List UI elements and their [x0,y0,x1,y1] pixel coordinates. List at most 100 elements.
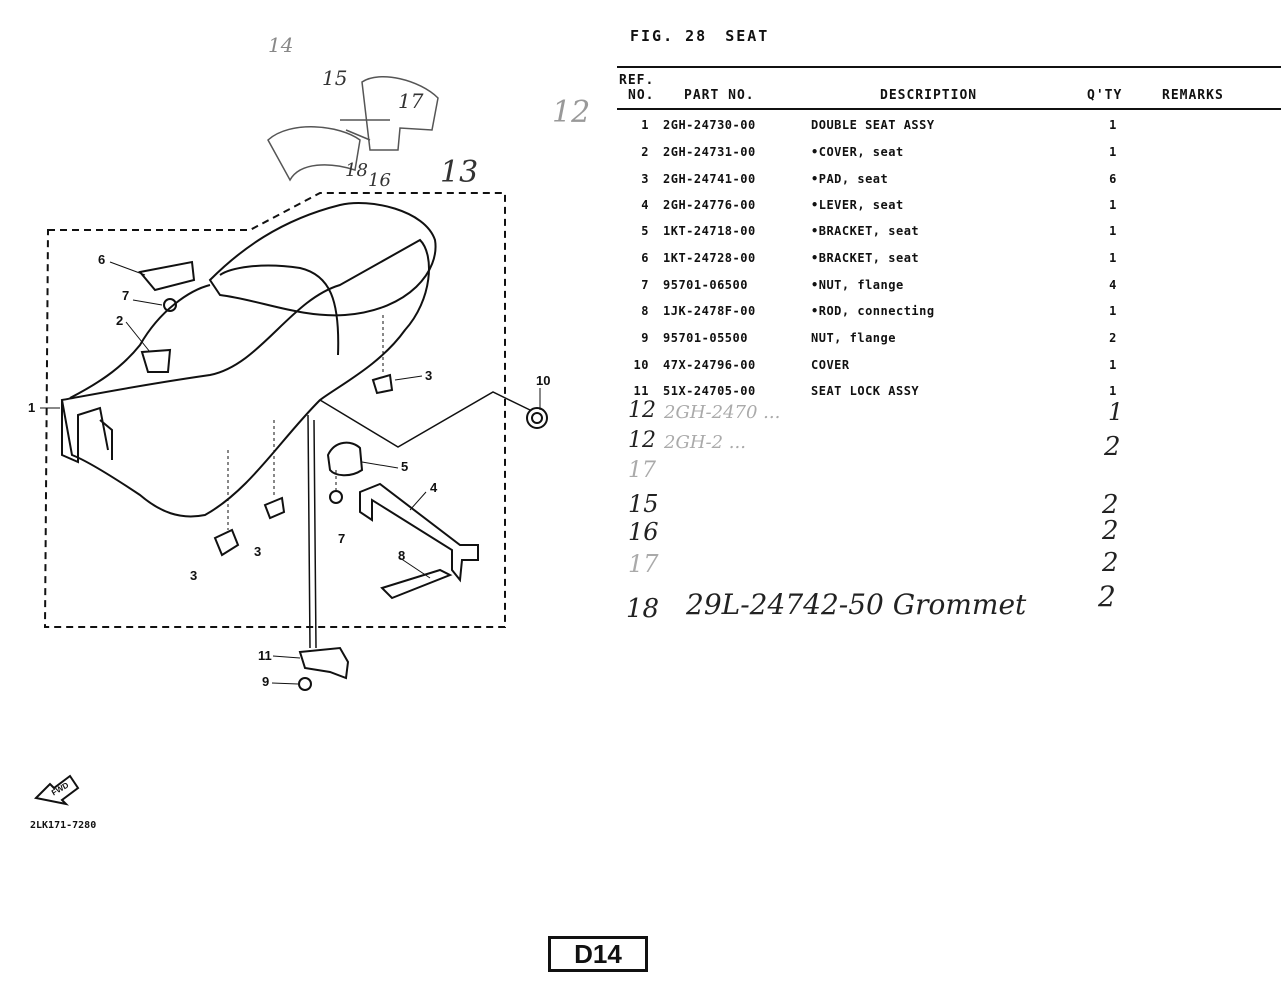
ref-no: 4 [641,198,649,212]
quantity: 2 [1109,331,1117,345]
header-part-no: PART NO. [684,88,755,103]
part-no: 2GH-24776-00 [663,198,756,212]
part-no: 47X-24796-00 [663,358,756,372]
header-qty: Q'TY [1087,88,1123,103]
hand-ref-12b: 12 [628,428,656,453]
hand-qty-12b: 2 [1104,432,1121,462]
description: COVER [811,358,850,372]
hand-label-18: 18 [345,160,368,181]
description: DOUBLE SEAT ASSY [811,118,935,132]
quantity: 1 [1109,358,1117,372]
label-5: 5 [401,459,408,474]
description: •PAD, seat [811,172,889,186]
part-no: 1KT-24728-00 [663,251,756,265]
header-rule-bottom [617,108,1281,110]
hand-text-18: 29L-24742-50 Grommet [686,588,1027,621]
figure-title: FIG. 28 SEAT [630,27,769,45]
cover-2 [140,348,172,373]
label-7a: 7 [122,288,129,303]
table-row: 2 2GH-24731-00 •COVER, seat 1 [617,145,1281,171]
seat-top [208,202,437,317]
description: •BRACKET, seat [811,224,920,238]
page-number-text: D14 [574,938,622,969]
figure-label: FIG. 28 [630,27,708,45]
description: •ROD, connecting [811,304,935,318]
label-3a: 3 [425,368,432,383]
table-row: 10 47X-24796-00 COVER 1 [617,358,1281,384]
hand-label-15: 15 [322,66,347,90]
table-row: 1 2GH-24730-00 DOUBLE SEAT ASSY 1 [617,118,1281,144]
nut-9 [298,677,312,691]
description: NUT, flange [811,331,896,345]
seat-base [60,238,430,518]
seat-front-edge [219,264,340,356]
description: SEAT LOCK ASSY [811,384,920,398]
ref-no: 5 [641,224,649,238]
bracket-sketch [361,76,439,151]
pad-3c [371,373,394,395]
nut-10 [526,407,548,429]
ref-no: 6 [641,251,649,265]
page-number: D14 [548,936,648,972]
header-rule-top [617,66,1281,68]
table-row: 9 95701-05500 NUT, flange 2 [617,331,1281,357]
quantity: 6 [1109,172,1117,186]
description: •LEVER, seat [811,198,904,212]
ref-no: 7 [641,278,649,292]
table-row: 11 51X-24705-00 SEAT LOCK ASSY 1 [617,384,1281,410]
rod-8 [380,568,453,600]
hand-qty-17b: 2 [1102,548,1119,578]
table-row: 3 2GH-24741-00 •PAD, seat 6 [617,172,1281,198]
quantity: 1 [1109,251,1117,265]
hand-qty-18: 2 [1098,580,1116,613]
table-row: 8 1JK-2478F-00 •ROD, connecting 1 [617,304,1281,330]
hand-ref-15: 15 [628,490,659,518]
pad-3a [213,528,240,557]
quantity: 1 [1109,198,1117,212]
hand-ref-12a: 12 [628,398,656,423]
hand-label-16: 16 [368,170,391,191]
label-11: 11 [258,648,272,663]
header-ref-line2: NO. [628,88,655,103]
diagram-code: 2LK171-7280 [30,820,97,831]
hand-qty-12a: 1 [1108,398,1124,426]
part-no: 1JK-2478F-00 [663,304,756,318]
description: •COVER, seat [811,145,904,159]
table-row: 5 1KT-24718-00 •BRACKET, seat 1 [617,224,1281,250]
seat-rear-hump [69,284,211,399]
figure-name: SEAT [725,27,770,45]
nut-7a [163,298,177,312]
description: •BRACKET, seat [811,251,920,265]
pad-3b [263,496,286,520]
label-3b: 3 [254,544,261,559]
hand-qty-16: 2 [1102,516,1119,546]
label-8: 8 [398,548,405,563]
label-6: 6 [98,252,105,267]
forward-arrow-icon: FWD [34,774,80,806]
hand-ref-16: 16 [628,518,659,546]
label-1: 1 [28,400,35,415]
part-no: 1KT-24718-00 [663,224,756,238]
bracket-6 [138,260,196,292]
hand-label-17: 17 [398,89,424,113]
label-9: 9 [262,674,269,689]
label-2: 2 [116,313,123,328]
hand-ref-17a: 17 [628,458,656,483]
part-no: 2GH-24731-00 [663,145,756,159]
hand-text-12b: 2GH-2 ... [664,432,746,453]
hand-ref-17b: 17 [628,550,659,578]
description: •NUT, flange [811,278,904,292]
part-no: 51X-24705-00 [663,384,756,398]
hand-label-13: 13 [440,155,478,190]
part-no: 95701-05500 [663,331,748,345]
part-no: 2GH-24730-00 [663,118,756,132]
quantity: 1 [1109,145,1117,159]
label-10: 10 [536,373,550,388]
table-row: 7 95701-06500 •NUT, flange 4 [617,278,1281,304]
quantity: 1 [1109,224,1117,238]
quantity: 1 [1109,304,1117,318]
nut-7b [329,490,343,504]
label-3c: 3 [190,568,197,583]
lever-4 [359,482,479,583]
part-no: 95701-06500 [663,278,748,292]
